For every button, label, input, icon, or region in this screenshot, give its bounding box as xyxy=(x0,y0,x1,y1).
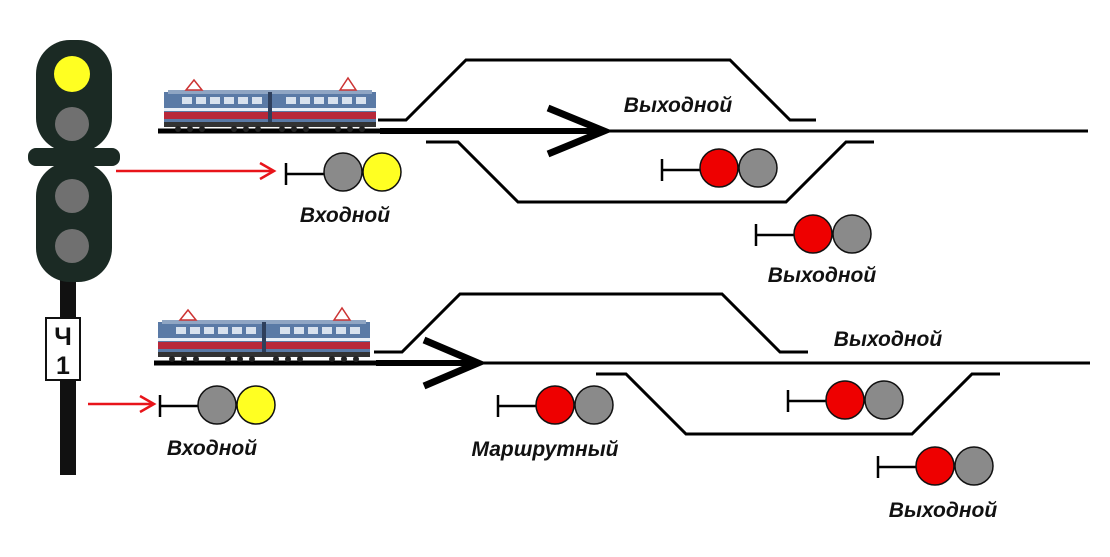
locomotive-bottom xyxy=(157,307,371,363)
route-label-bottom: Маршрутный xyxy=(471,438,618,461)
lamp xyxy=(323,152,363,192)
lamp xyxy=(236,385,276,425)
plate-line-2: 1 xyxy=(56,352,70,380)
exit-side-label-top: Выходной xyxy=(768,264,877,287)
plate-line-1: Ч xyxy=(54,323,72,351)
exit-side-signal-top: Выходной xyxy=(754,214,877,287)
lamp xyxy=(197,385,237,425)
entrance-signal-bottom: Входной xyxy=(158,385,276,460)
lamp xyxy=(954,446,994,486)
mast-lamp-4 xyxy=(55,229,89,263)
lamp xyxy=(793,214,833,254)
lower-siding-top xyxy=(426,140,874,204)
signal-plate xyxy=(45,317,81,381)
lamp xyxy=(574,385,614,425)
exit-side-signal-bottom: Выходной xyxy=(876,446,998,522)
pointer-arrows xyxy=(88,161,277,414)
mast-lamp-3 xyxy=(55,179,89,213)
exit-main-label-top: Выходной xyxy=(624,94,733,117)
lamp xyxy=(832,214,872,254)
exit-main-label-bottom: Выходной xyxy=(834,328,943,351)
upper-siding-bottom xyxy=(374,292,808,354)
mast-lamp-2 xyxy=(55,107,89,141)
lamp xyxy=(915,446,955,486)
exit-main-signal-top: Выходной xyxy=(624,94,778,188)
lamp xyxy=(864,380,904,420)
mast-lamp-1 xyxy=(54,56,90,92)
lamp xyxy=(699,148,739,188)
entrance-label-top: Входной xyxy=(300,204,390,227)
upper-siding-top xyxy=(378,58,816,122)
route-signal-bottom: Маршрутный xyxy=(471,385,619,461)
scheme-top: Входной Выходной Выходной xyxy=(158,58,1088,287)
exit-side-label-bottom: Выходной xyxy=(889,499,998,522)
entrance-signal-top: Входной xyxy=(284,152,402,227)
lamp xyxy=(535,385,575,425)
mast-signal: Ч 1 xyxy=(28,40,120,475)
entrance-label-bottom: Входной xyxy=(167,437,257,460)
signal-head-lower xyxy=(36,162,112,282)
scheme-bottom: Входной Маршрутный Выходной Выходной xyxy=(154,292,1090,522)
lamp xyxy=(362,152,402,192)
lower-siding-bottom xyxy=(596,372,1000,436)
lamp xyxy=(825,380,865,420)
locomotive-top xyxy=(163,77,377,133)
exit-main-signal-bottom: Выходной xyxy=(786,328,943,420)
lamp xyxy=(738,148,778,188)
